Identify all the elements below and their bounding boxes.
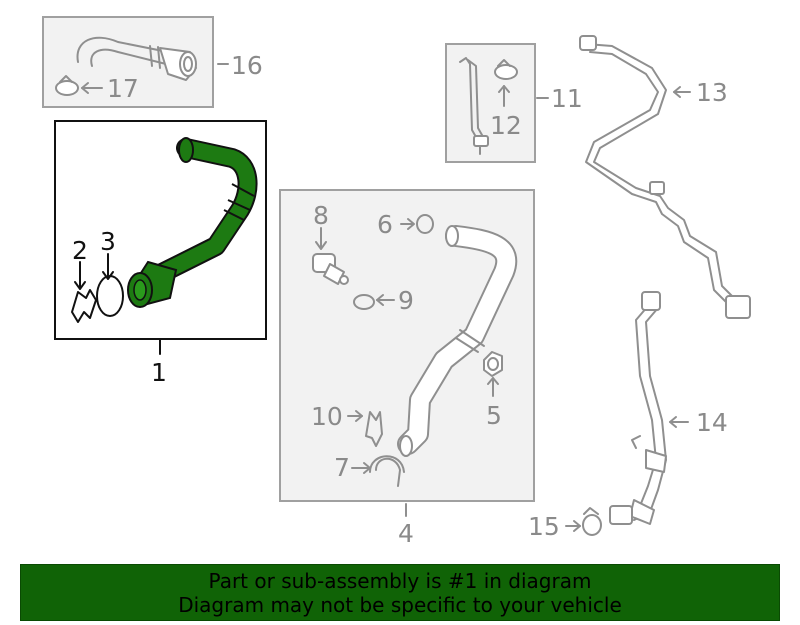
clamp-7 [369, 455, 405, 487]
callout-13: 13 [696, 78, 728, 107]
tube-14: 14 [609, 291, 728, 525]
footer-banner: Part or sub-assembly is #1 in diagram Di… [20, 564, 780, 621]
callout-4: 4 [398, 519, 414, 548]
callout-8: 8 [313, 201, 329, 230]
clamp-12 [494, 59, 518, 80]
pipe-11-part [459, 57, 489, 155]
group-1: 2 3 1 [54, 120, 267, 387]
callout-12: 12 [490, 111, 522, 140]
callout-11: 11 [551, 84, 583, 113]
group-4: 8 6 9 5 10 7 4 [279, 189, 535, 548]
callout-1: 1 [151, 358, 167, 387]
clip-10 [365, 411, 383, 447]
footer-line-1: Part or sub-assembly is #1 in diagram [208, 568, 592, 593]
hose-1-highlighted [127, 137, 258, 308]
clamp-15 [582, 507, 602, 536]
callout-9: 9 [398, 286, 414, 315]
clamp-17 [55, 75, 79, 96]
callout-6: 6 [377, 210, 393, 239]
callout-2: 2 [72, 236, 88, 265]
hose-4 [397, 225, 518, 457]
group-11-12: 12 11 [445, 43, 583, 163]
box-11 [445, 43, 536, 163]
callout-14: 14 [696, 408, 728, 437]
sensor-8 [312, 253, 349, 285]
tube-13: 13 [579, 35, 751, 319]
group-15: 15 [528, 507, 602, 541]
footer-line-2: Diagram may not be specific to your vehi… [178, 592, 622, 617]
oring-9 [353, 294, 375, 310]
callout-17: 17 [107, 74, 139, 103]
clamp-5 [483, 351, 503, 377]
callout-5: 5 [486, 401, 502, 430]
hose-16 [76, 36, 197, 81]
callout-15: 15 [528, 512, 560, 541]
callout-3: 3 [100, 227, 116, 256]
clip-2 [71, 289, 97, 323]
parts-diagram: 16 17 2 3 1 [42, 16, 751, 548]
group-16-17: 16 17 [42, 16, 263, 108]
oring-6 [416, 214, 434, 234]
callout-16: 16 [231, 51, 263, 80]
callout-10: 10 [311, 402, 343, 431]
callout-7: 7 [334, 453, 350, 482]
